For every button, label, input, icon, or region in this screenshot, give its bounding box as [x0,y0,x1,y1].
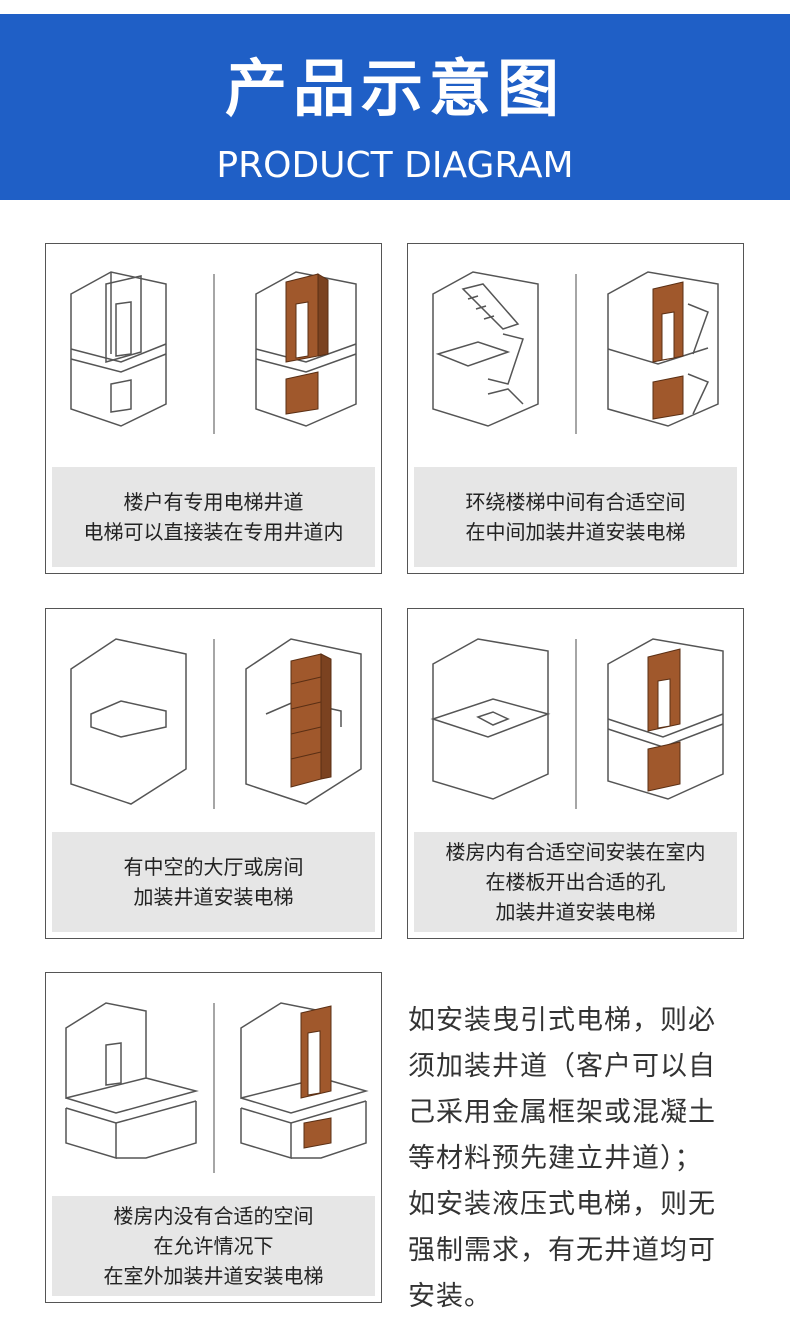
note-line: 等材料预先建立井道）； [408,1143,703,1174]
panel-illustration [408,244,743,469]
note-line: 安装。 [408,1281,492,1312]
panel-caption: 楼房内没有合适的空间 在允许情况下 在室外加装井道安装电梯 [52,1196,375,1296]
note-line: 己采用金属框架或混凝土 [408,1097,716,1128]
panel-floor-opening: 楼房内有合适空间安装在室内 在楼板开出合适的孔 加装井道安装电梯 [407,608,744,939]
note-line: 如安装曳引式电梯，则必 [408,1005,716,1036]
page-subtitle: PRODUCT DIAGRAM [216,145,574,186]
panel-outdoor-shaft: 楼房内没有合适的空间 在允许情况下 在室外加装井道安装电梯 [45,972,382,1303]
caption-line: 楼房内有合适空间安装在室内 [445,840,706,864]
caption-line: 在楼板开出合适的孔 [485,870,666,894]
caption-line: 有中空的大厅或房间 [123,855,304,879]
panel-caption: 有中空的大厅或房间 加装井道安装电梯 [52,832,375,932]
caption-line: 楼房内没有合适的空间 [113,1204,314,1228]
floor-opening-illustration [430,638,724,809]
panel-illustration [46,609,381,834]
caption-line: 环绕楼梯中间有合适空间 [465,490,686,514]
caption-line: 电梯可以直接装在专用井道内 [83,520,344,544]
note-line: 须加装井道（客户可以自 [408,1051,716,1082]
caption-line: 加装井道安装电梯 [133,885,294,909]
note-line: 如安装液压式电梯，则无 [408,1189,716,1220]
panel-caption: 楼房内有合适空间安装在室内 在楼板开出合适的孔 加装井道安装电梯 [414,832,737,932]
caption-line: 在中间加装井道安装电梯 [465,520,686,544]
atrium-illustration [70,638,362,809]
panel-caption: 楼户有专用电梯井道 电梯可以直接装在专用井道内 [52,467,375,567]
caption-line: 在室外加装井道安装电梯 [103,1264,324,1288]
panel-dedicated-shaft: 楼户有专用电梯井道 电梯可以直接装在专用井道内 [45,243,382,574]
outdoor-shaft-illustration [65,1002,369,1173]
panel-illustration [46,973,381,1198]
panel-illustration [46,244,381,469]
panel-caption: 环绕楼梯中间有合适空间 在中间加装井道安装电梯 [414,467,737,567]
caption-line: 楼户有专用电梯井道 [123,490,304,514]
caption-line: 在允许情况下 [153,1234,274,1258]
page-title: 产品示意图 [224,52,565,125]
note-line: 强制需求，有无井道均可 [408,1235,716,1266]
header-banner: 产品示意图 PRODUCT DIAGRAM [0,14,790,200]
installation-note: 如安装曳引式电梯，则必 须加装井道（客户可以自 己采用金属框架或混凝土 等材料预… [408,998,748,1320]
panel-atrium-hall: 有中空的大厅或房间 加装井道安装电梯 [45,608,382,939]
dedicated-shaft-illustration [70,271,357,434]
panel-stairwell-space: 环绕楼梯中间有合适空间 在中间加装井道安装电梯 [407,243,744,574]
caption-line: 加装井道安装电梯 [495,900,656,924]
panel-illustration [408,609,743,834]
stairwell-illustration [432,271,719,434]
